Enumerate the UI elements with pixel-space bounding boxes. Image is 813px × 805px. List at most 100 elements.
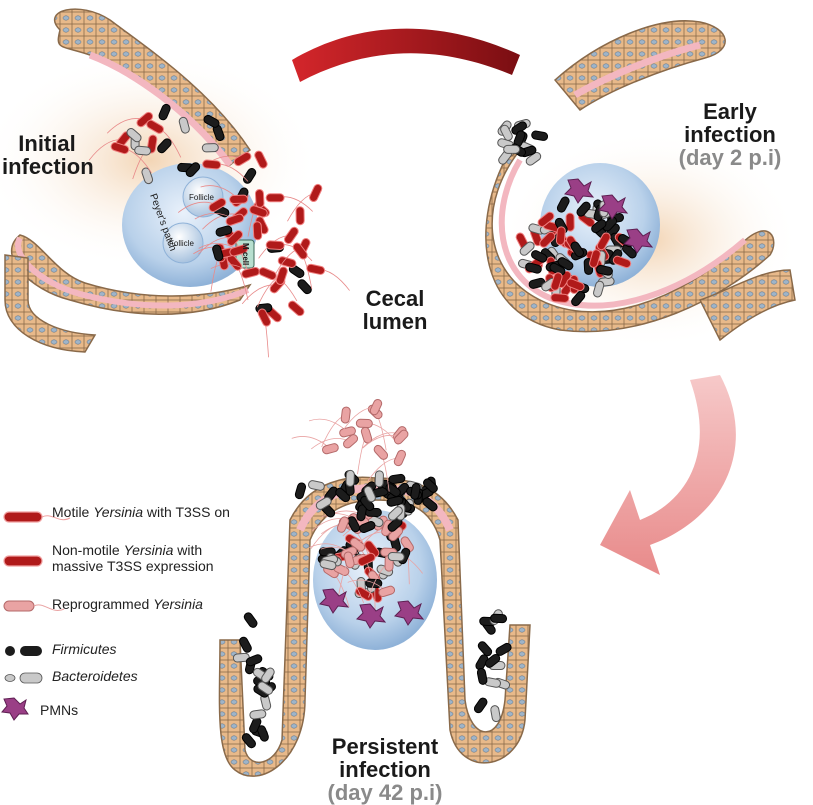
- legend-item-motile-yersinia: Motile Yersinia with T3SS on: [52, 504, 230, 520]
- firmicutes-cell: [570, 241, 584, 258]
- reprogrammed-yersinia-cell: [369, 398, 383, 416]
- reprogrammed-yersinia-cell: [322, 443, 339, 455]
- yersinia-cell: [254, 188, 265, 208]
- bacteroidetes-cell: [387, 551, 405, 562]
- yersinia-cell: [110, 142, 130, 155]
- yersinia-cell: [596, 232, 611, 251]
- firmicutes-cell: [297, 279, 312, 295]
- bacteroidetes-cell: [134, 145, 152, 156]
- reprogrammed-yersinia-cell: [378, 585, 396, 598]
- legend-item-firmicutes: Firmicutes: [52, 641, 117, 657]
- firmicutes-cell: [531, 250, 548, 263]
- bacteroidetes-cell: [374, 470, 384, 488]
- yersinia-cell: [550, 293, 570, 303]
- firmicutes-cell: [157, 138, 172, 154]
- legend-icon-motile-yersinia: [3, 511, 71, 523]
- legend-item-reprogrammed-yersinia: Reprogrammed Yersinia: [52, 596, 203, 612]
- mucus-layer: [498, 158, 747, 309]
- yersinia-cell: [357, 552, 376, 567]
- yersinia-cell: [292, 242, 308, 260]
- mucus-layer: [573, 41, 701, 99]
- bacteroidetes-cell: [490, 705, 501, 723]
- yersinia-cell: [202, 159, 222, 170]
- yersinia-cell: [226, 229, 244, 246]
- bacteria-cluster-persistent: [232, 398, 512, 749]
- yersinia-cell: [287, 300, 305, 317]
- yersinia-cell: [309, 183, 323, 202]
- yersinia-cell: [258, 267, 277, 281]
- label-persistent-infection: Persistent infection (day 42 p.i): [327, 734, 443, 805]
- firmicutes-cell: [185, 162, 201, 178]
- legend-icon-reprogrammed-yersinia: [3, 600, 65, 612]
- pmn-cell: [598, 194, 629, 220]
- bacteroidetes-cell: [201, 143, 219, 153]
- bacteroidetes-cell: [178, 116, 190, 134]
- pmn-cell: [356, 603, 387, 629]
- firmicutes-cell: [347, 516, 361, 533]
- reprogrammed-yersinia-cell: [336, 516, 350, 533]
- firmicutes-cell: [212, 244, 224, 262]
- reprogrammed-yersinia-cell: [340, 406, 351, 424]
- bacteroidetes-cell: [249, 709, 267, 720]
- yersinia-cell: [277, 256, 297, 268]
- villus-right-base: [698, 269, 796, 342]
- firmicutes-cell: [490, 613, 508, 624]
- firmicutes-cell: [239, 636, 252, 653]
- yersinia-cell: [555, 226, 566, 246]
- follicle-label-1: Follicle: [189, 193, 214, 202]
- bacteroidetes-cell: [126, 128, 142, 143]
- firmicutes-cell: [596, 265, 613, 276]
- yersinia-cell: [565, 212, 575, 232]
- bacteroidetes-cell: [257, 681, 274, 695]
- follicle-label-2: Follicle: [169, 239, 194, 248]
- firmicutes-cell: [158, 103, 171, 121]
- yersinia-cell: [249, 205, 268, 218]
- legend-icon-bacteroidetes: [4, 672, 43, 684]
- m-cell-label: M cell: [241, 243, 250, 265]
- bacteroidetes-cell: [500, 124, 513, 141]
- yersinia-cell: [364, 540, 380, 558]
- firmicutes-cell: [528, 277, 546, 289]
- bacteroidetes-cell: [319, 559, 337, 571]
- yersinia-cell: [252, 221, 263, 241]
- persistent-infection-scene: [218, 398, 531, 777]
- pmn-cell: [564, 178, 595, 204]
- reprogrammed-yersinia-cell: [355, 418, 373, 429]
- firmicutes-cell: [576, 201, 591, 217]
- yersinia-cell: [537, 211, 555, 227]
- firmicutes-cell: [241, 733, 256, 749]
- firmicutes-cell: [477, 641, 493, 657]
- bacteroidetes-cell: [315, 496, 332, 510]
- yersinia-cell: [229, 244, 248, 257]
- bacteria-cluster-early: [497, 119, 654, 307]
- firmicutes-cell: [243, 612, 258, 628]
- bacteroidetes-cell: [232, 652, 250, 663]
- reprogrammed-yersinia-cell: [400, 536, 414, 553]
- label-initial-infection: Initial infection: [2, 131, 94, 180]
- firmicutes-cell: [557, 257, 574, 271]
- firmicutes-cell: [495, 642, 512, 656]
- firmicutes-cell: [531, 130, 549, 141]
- yersinia-cell: [539, 231, 556, 248]
- yersinia-cell: [589, 249, 601, 268]
- villus-lower-left-base: [4, 254, 97, 353]
- yersinia-cell: [550, 272, 563, 291]
- villus-persistent-left: [218, 476, 376, 777]
- yersinia-cell: [229, 194, 249, 204]
- yersinia-cell: [257, 308, 272, 327]
- yersinia-cell: [612, 255, 632, 269]
- early-infection-scene: [485, 20, 796, 342]
- villus-persistent-right: [374, 477, 531, 764]
- reprogrammed-yersinia-cell: [343, 551, 355, 569]
- reprogrammed-yersinia-cell: [393, 449, 407, 467]
- bacteroidetes-cell: [363, 485, 376, 503]
- legend-item-bacteroidetes: Bacteroidetes: [52, 668, 138, 684]
- pmn-cell: [319, 588, 350, 614]
- firmicutes-cell: [385, 483, 401, 497]
- firmicutes-cell: [622, 243, 637, 259]
- reprogrammed-yersinia-cell: [373, 444, 389, 460]
- firmicutes-cell: [473, 697, 488, 714]
- yersinia-cluster-initial: [88, 103, 350, 358]
- reprogrammed-yersinia-cell: [393, 429, 409, 445]
